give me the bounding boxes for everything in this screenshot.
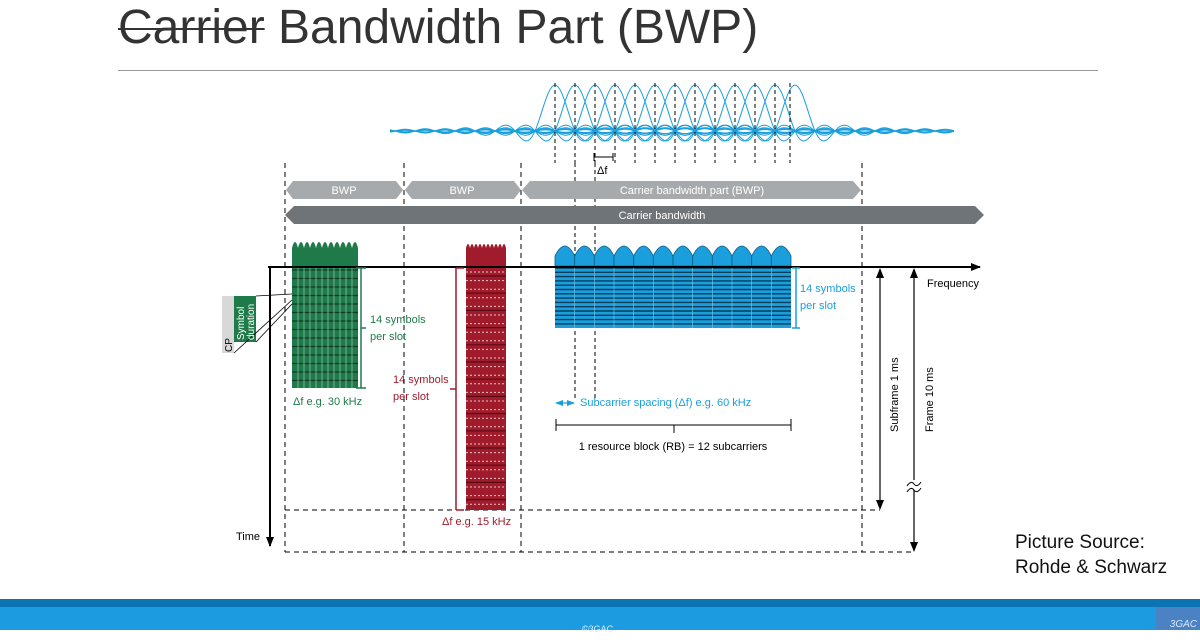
blue-subcarrier-arch <box>711 245 733 267</box>
green-subcarrier-arch <box>322 242 328 266</box>
green-subcarrier-arch <box>328 242 334 266</box>
footer-band <box>0 607 1200 630</box>
green-symbols-line2: per slot <box>370 331 406 343</box>
slide-title: Carrier Bandwidth Part (BWP) <box>118 0 758 60</box>
source-line-2: Rohde & Schwarz <box>1015 557 1168 578</box>
red-subcarrier-arch <box>470 244 474 266</box>
red-subcarrier-arch <box>486 244 490 266</box>
red-symbols-line1: 14 symbols <box>393 374 449 386</box>
footer-logo: 3GAC <box>1156 607 1200 630</box>
subcarrier-grid-lines <box>554 83 791 400</box>
red-subcarrier-spacing: Δf e.g. 15 kHz <box>442 516 511 528</box>
green-subcarrier-arch <box>298 242 304 266</box>
blue-annotations: 14 symbols per slot Subcarrier spacing (… <box>555 267 856 453</box>
time-frequency-axes: Frequency Time <box>236 263 981 547</box>
green-resource-grid <box>292 266 358 388</box>
green-subcarrier-arch <box>334 242 340 266</box>
red-subcarrier-arch <box>490 244 494 266</box>
frequency-label: Frequency <box>927 278 979 290</box>
source-line-1: Picture Source: <box>1015 532 1145 553</box>
red-subcarrier-arch <box>478 244 482 266</box>
green-subcarrier-arch <box>292 242 298 266</box>
blue-subcarrier-arch <box>633 245 654 267</box>
green-subcarrier-arch <box>352 242 358 266</box>
delta-f-label: Δf <box>597 165 608 177</box>
red-subcarrier-arch <box>466 244 470 266</box>
red-subcarrier-arch <box>498 244 502 266</box>
blue-subcarrier-arch <box>613 245 635 267</box>
red-resource-grid <box>466 266 506 510</box>
blue-symbols-line1: 14 symbols <box>800 283 856 295</box>
symbol-label: Symbol <box>236 307 247 340</box>
blue-subcarrier-arch <box>652 245 674 267</box>
green-numerology-block <box>292 242 358 388</box>
bwp-bars: BWP BWP Carrier bandwidth part (BWP) Car… <box>285 181 984 224</box>
carrier-bandwidth-label: Carrier bandwidth <box>619 210 706 222</box>
red-subcarrier-arch <box>502 244 506 266</box>
blue-numerology-block <box>554 245 792 328</box>
bwp-boundaries <box>284 163 912 553</box>
red-numerology-block <box>466 244 506 510</box>
subcarrier-wave <box>389 84 955 142</box>
frame-label: Frame 10 ms <box>924 367 936 432</box>
cp-symbol-duration: CP Symbol duration <box>222 293 293 354</box>
blue-subcarrier-arch <box>770 245 792 267</box>
picture-source: Picture Source: Rohde & Schwarz <box>1015 530 1167 580</box>
blue-subcarrier-arch <box>692 245 713 267</box>
red-symbols-line2: per slot <box>393 391 429 403</box>
subframe-label: Subframe 1 ms <box>889 357 901 432</box>
green-subcarrier-spacing: Δf e.g. 30 kHz <box>293 396 362 408</box>
green-symbols-line1: 14 symbols <box>370 314 426 326</box>
subcarrier-waves <box>389 84 955 142</box>
cp-label: CP <box>224 338 235 352</box>
duration-label: duration <box>246 304 257 340</box>
green-subcarrier-arch <box>310 242 316 266</box>
subcarrier-spacing-label: Subcarrier spacing (Δf) e.g. 60 kHz <box>580 397 751 409</box>
blue-subcarrier-arch <box>574 245 595 267</box>
bwp-diagram: Δf BWP BWP Carrier bandwidth part (BWP) … <box>222 83 984 553</box>
title-main-text: Bandwidth Part (BWP) <box>264 1 759 54</box>
time-durations: Subframe 1 ms Frame 10 ms <box>876 268 936 552</box>
time-label: Time <box>236 531 260 543</box>
footer-band-dark <box>0 599 1200 607</box>
red-subcarrier-arch <box>474 244 478 266</box>
footer-copyright: ©3GAC <box>582 624 614 634</box>
blue-subcarrier-arch <box>672 245 694 267</box>
green-subcarrier-arch <box>340 242 346 266</box>
bwp-label-2: BWP <box>449 185 474 197</box>
red-subcarrier-arch <box>482 244 486 266</box>
carrier-bwp-label: Carrier bandwidth part (BWP) <box>620 185 764 197</box>
blue-subcarrier-arch <box>554 245 576 267</box>
blue-subcarrier-arch <box>731 245 753 267</box>
resource-block-label: 1 resource block (RB) = 12 subcarriers <box>579 441 768 453</box>
blue-symbols-line2: per slot <box>800 300 836 312</box>
red-subcarrier-arch <box>494 244 498 266</box>
delta-f-marker: Δf <box>593 153 614 177</box>
blue-subcarrier-arch <box>751 245 772 267</box>
green-subcarrier-arch <box>316 242 322 266</box>
green-subcarrier-arch <box>304 242 310 266</box>
green-annotations: 14 symbols per slot Δf e.g. 30 kHz <box>293 267 426 408</box>
blue-subcarrier-arch <box>593 245 615 267</box>
red-annotations: 14 symbols per slot Δf e.g. 15 kHz <box>393 267 511 528</box>
title-divider <box>118 70 1098 71</box>
subcarrier-wave <box>389 84 955 142</box>
title-struck-word: Carrier <box>118 1 265 54</box>
green-subcarrier-arch <box>346 242 352 266</box>
bwp-label-1: BWP <box>331 185 356 197</box>
